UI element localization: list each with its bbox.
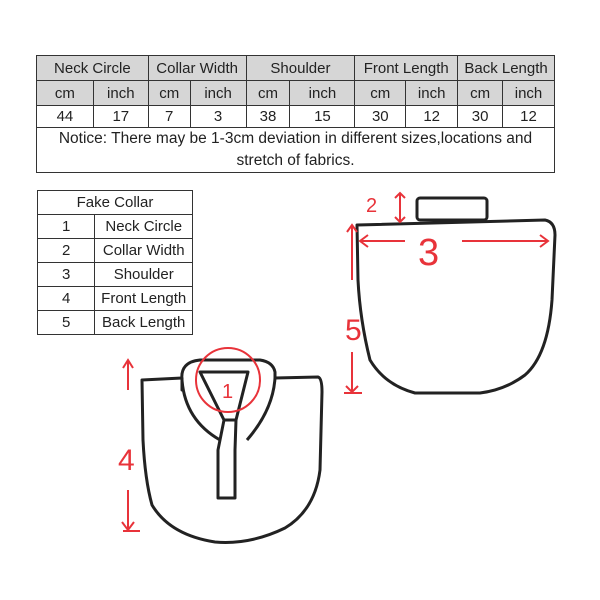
legend-label: Collar Width: [94, 238, 193, 263]
label-back: 5: [345, 314, 362, 347]
unit-cell: inch: [405, 80, 459, 106]
header-back-length: Back Length: [457, 55, 555, 81]
legend-num: 4: [36, 286, 96, 311]
unit-cell: cm: [36, 80, 94, 106]
front-length-arrow: [121, 358, 140, 532]
unit-cell: inch: [289, 80, 356, 106]
legend-num: 1: [36, 214, 96, 239]
legend-num: 2: [36, 238, 96, 263]
legend-label: Back Length: [94, 310, 193, 335]
unit-cell: inch: [92, 80, 149, 106]
collar-width-arrow: [394, 191, 406, 224]
value-cell: 44: [36, 105, 94, 128]
front-collar-drawing: [140, 358, 324, 544]
unit-cell: inch: [189, 80, 247, 106]
unit-cell: inch: [502, 80, 555, 106]
label-neck: 1: [222, 381, 233, 403]
unit-row: cm inch cm inch cm inch cm inch cm inch: [36, 80, 555, 106]
back-length-arrow: [344, 223, 362, 394]
header-row: Neck Circle Collar Width Shoulder Front …: [36, 55, 555, 81]
shoulder-arrow: [358, 234, 550, 248]
label-collar: 2: [366, 195, 377, 217]
header-neck-circle: Neck Circle: [36, 55, 149, 81]
unit-cell: cm: [457, 80, 504, 106]
size-table: Neck Circle Collar Width Shoulder Front …: [36, 55, 555, 173]
neck-circle-marker: [195, 347, 261, 413]
notice-text: Notice: There may be 1-3cm deviation in …: [36, 127, 555, 173]
unit-cell: cm: [147, 80, 191, 106]
unit-cell: cm: [245, 80, 291, 106]
header-front-length: Front Length: [354, 55, 459, 81]
value-cell: 12: [405, 105, 459, 128]
legend-label: Front Length: [94, 286, 193, 311]
annotations: 2 3 5 4 1: [118, 191, 550, 532]
legend-num: 5: [36, 310, 96, 335]
label-front: 4: [118, 444, 135, 477]
back-collar-drawing: [355, 196, 557, 395]
legend-label: Shoulder: [94, 262, 193, 287]
label-shoulder: 3: [418, 232, 439, 274]
value-cell: 38: [245, 105, 291, 128]
